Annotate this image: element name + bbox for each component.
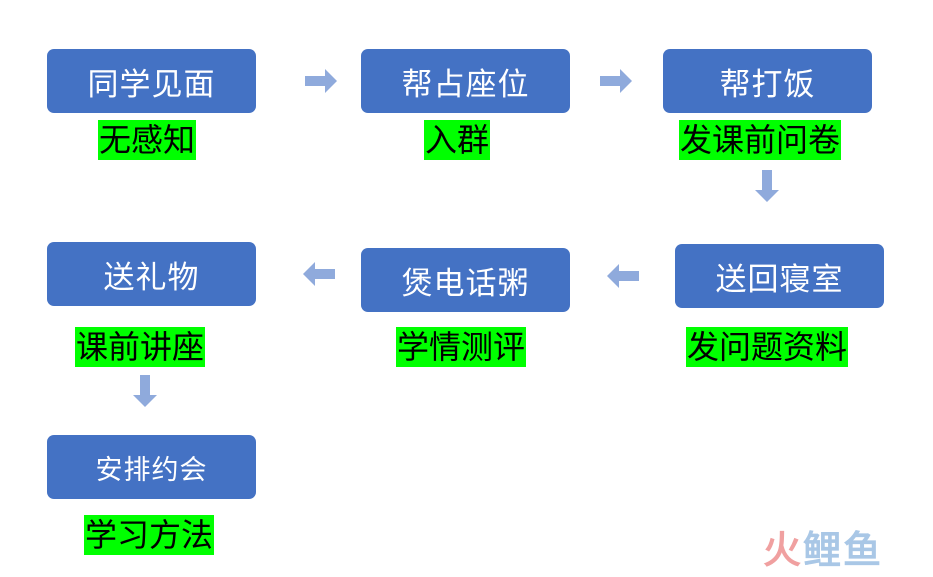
step-box-send-gift: 送礼物: [47, 242, 256, 306]
step-highlight-label: 发课前问卷: [679, 120, 842, 160]
step-highlight-label: 学情测评: [396, 327, 527, 367]
step-box-label: 送回寝室: [715, 261, 844, 298]
step-box-label: 安排约会: [95, 454, 208, 486]
step-box-label: 同学见面: [87, 66, 216, 103]
step-box-phone-chat: 煲电话粥: [361, 248, 570, 312]
step-box-arrange-date: 安排约会: [47, 435, 256, 499]
step-box-get-meal: 帮打饭: [663, 49, 872, 113]
watermark-part: 鲤鱼: [803, 528, 884, 572]
step-box-dorm-escort: 送回寝室: [675, 244, 884, 308]
right-arrow-icon: [305, 69, 337, 93]
watermark-logo: 火鲤鱼: [763, 528, 883, 572]
left-arrow-icon: [607, 264, 639, 288]
step-highlight-label: 课前讲座: [75, 327, 206, 367]
left-arrow-icon: [303, 262, 335, 286]
step-highlight-label: 入群: [424, 120, 491, 160]
step-box-classmate-meet: 同学见面: [47, 49, 256, 113]
step-box-label: 帮占座位: [401, 66, 530, 103]
step-highlight-label: 发问题资料: [686, 327, 849, 367]
step-box-label: 送礼物: [103, 259, 200, 296]
down-arrow-icon: [755, 170, 779, 202]
step-highlight-label: 无感知: [98, 120, 197, 160]
right-arrow-icon: [600, 69, 632, 93]
step-highlight-label: 学习方法: [84, 515, 215, 555]
step-box-label: 帮打饭: [719, 66, 816, 103]
step-box-save-seat: 帮占座位: [361, 49, 570, 113]
down-arrow-icon: [133, 375, 157, 407]
watermark-part: 火: [763, 528, 804, 572]
step-box-label: 煲电话粥: [401, 265, 530, 302]
